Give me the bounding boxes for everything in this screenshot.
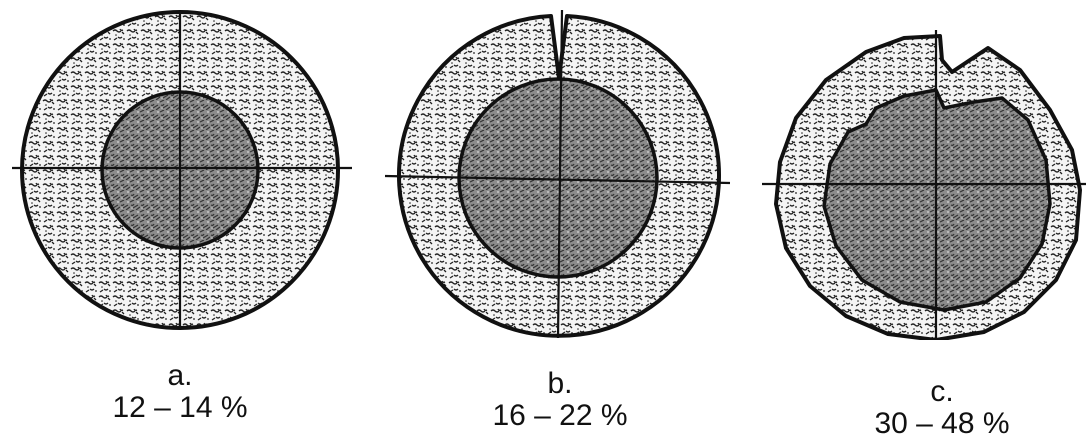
cross-section-a bbox=[12, 12, 352, 330]
caption-a-range: 12 – 14 % bbox=[60, 392, 300, 424]
caption-c-letter: c. bbox=[822, 376, 1062, 408]
cross-section-b bbox=[385, 10, 730, 338]
cross-section-c bbox=[762, 30, 1086, 340]
caption-b: b. 16 – 22 % bbox=[440, 368, 680, 432]
caption-c: c. 30 – 48 % bbox=[822, 376, 1062, 440]
caption-a-letter: a. bbox=[60, 360, 300, 392]
caption-b-range: 16 – 22 % bbox=[440, 400, 680, 432]
caption-b-letter: b. bbox=[440, 368, 680, 400]
caption-c-range: 30 – 48 % bbox=[822, 408, 1062, 440]
cross-sections-drawing bbox=[0, 0, 1086, 340]
caption-a: a. 12 – 14 % bbox=[60, 360, 300, 424]
